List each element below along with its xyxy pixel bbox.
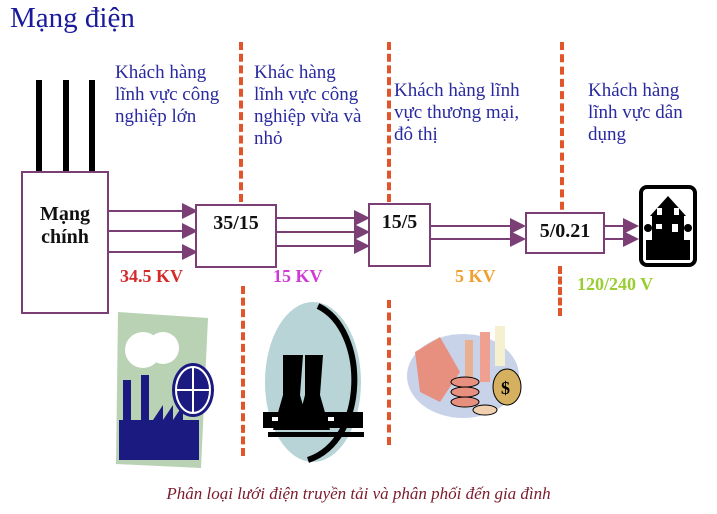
label-line: đô thị [394, 124, 438, 145]
main-grid-label: chính [41, 226, 89, 248]
label-line: nhỏ [254, 128, 283, 149]
main-grid-box: Mạng chính [21, 171, 109, 314]
transformer-35-15: 35/15 [195, 204, 277, 268]
voltage-120-240v: 120/240 V [577, 274, 654, 294]
diagram-caption: Phân loại lưới điện truyền tải và phân p… [166, 484, 551, 503]
divider-2-bottom [387, 300, 395, 445]
segment-label-commercial: Khách hàng lĩnh vực thương mại, đô thị [394, 80, 520, 146]
voltage-5kv: 5 KV [455, 266, 496, 286]
svg-text:$: $ [501, 378, 510, 398]
house-icon [639, 185, 697, 267]
label-line: lĩnh vực công [254, 84, 359, 105]
transformer-15-5: 15/5 [368, 203, 431, 267]
label-line: Khách hàng [115, 62, 207, 83]
label-line: lĩnh vực công [115, 84, 220, 105]
divider-2-top [387, 42, 395, 202]
transformer-5-0.21: 5/0.21 [525, 212, 605, 254]
transformer-label: 5/0.21 [539, 220, 591, 242]
label-line: dụng [588, 124, 626, 145]
segment-label-industrial-medium: Khác hàng lĩnh vực công nghiệp vừa và nh… [254, 62, 361, 150]
diagram-title: Mạng điện [10, 2, 135, 34]
divider-3-bottom [558, 266, 566, 316]
divider-3-top [560, 42, 568, 222]
segment-label-industrial-large: Khách hàng lĩnh vực công nghiệp lớn [115, 62, 219, 128]
divider-1-bottom [241, 286, 249, 456]
label-line: vực thương mại, [394, 102, 520, 123]
label-line: nghiệp lớn [115, 106, 197, 127]
label-line: Khách hàng lĩnh [394, 80, 520, 101]
label-line: Khách hàng [588, 80, 680, 101]
transformer-label: 15/5 [381, 211, 418, 233]
voltage-15kv: 15 KV [273, 266, 323, 286]
commerce-money-icon: $ [407, 326, 522, 418]
segment-label-residential: Khách hàng lĩnh vực dân dụng [588, 80, 683, 146]
power-plant-icon [263, 302, 364, 463]
main-grid-label: Mạng [40, 203, 90, 225]
voltage-34.5kv: 34.5 KV [120, 266, 183, 286]
label-line: Khác hàng [254, 62, 336, 83]
transformer-label: 35/15 [213, 212, 259, 234]
label-line: lĩnh vực dân [588, 102, 683, 123]
factory-globe-icon [116, 312, 214, 468]
divider-1-top [239, 42, 247, 202]
label-line: nghiệp vừa và [254, 106, 362, 127]
